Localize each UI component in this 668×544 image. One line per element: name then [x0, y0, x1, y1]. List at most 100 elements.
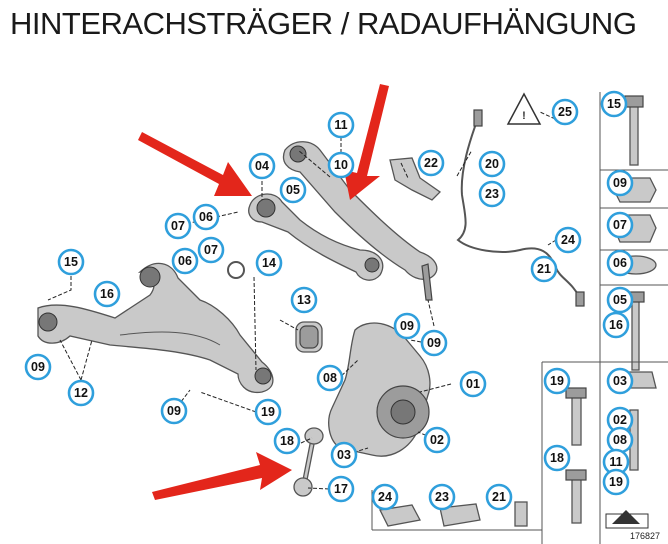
svg-text:02: 02	[613, 413, 627, 427]
hardware-column	[514, 95, 657, 527]
svg-text:22: 22	[424, 156, 438, 170]
svg-text:16: 16	[609, 318, 623, 332]
callout-10[interactable]: 10	[327, 151, 355, 179]
clip-23	[439, 503, 481, 527]
svg-text:07: 07	[613, 218, 627, 232]
svg-text:12: 12	[74, 386, 88, 400]
svg-text:08: 08	[323, 371, 337, 385]
callout-11[interactable]: 11	[602, 448, 630, 476]
callout-08[interactable]: 08	[316, 364, 344, 392]
callout-01[interactable]: 01	[459, 370, 487, 398]
callout-15[interactable]: 15	[600, 90, 628, 118]
callout-06[interactable]: 06	[192, 203, 220, 231]
svg-text:23: 23	[485, 187, 499, 201]
lower-arm-bushing-right	[254, 367, 272, 385]
callout-09[interactable]: 09	[420, 329, 448, 357]
svg-text:20: 20	[485, 157, 499, 171]
warning-triangle-icon	[506, 92, 542, 125]
svg-text:14: 14	[262, 256, 276, 270]
callout-23[interactable]: 23	[428, 483, 456, 511]
svg-text:!: !	[522, 110, 526, 122]
bolt-18	[571, 477, 582, 524]
arrow-toe-link	[152, 452, 292, 500]
callout-04[interactable]: 04	[248, 152, 276, 180]
rubber-bushing	[295, 321, 323, 353]
svg-text:19: 19	[550, 374, 564, 388]
svg-text:21: 21	[492, 490, 506, 504]
svg-text:03: 03	[613, 374, 627, 388]
callout-07[interactable]: 07	[164, 212, 192, 240]
svg-text:24: 24	[378, 490, 392, 504]
svg-text:10: 10	[334, 158, 348, 172]
callout-16[interactable]: 16	[93, 280, 121, 308]
callout-09[interactable]: 09	[160, 397, 188, 425]
lower-arm-bushing-top	[139, 266, 161, 288]
callout-03[interactable]: 03	[606, 367, 634, 395]
callout-05[interactable]: 05	[279, 176, 307, 204]
callout-23[interactable]: 23	[478, 180, 506, 208]
callout-07[interactable]: 07	[197, 236, 225, 264]
callout-06[interactable]: 06	[606, 249, 634, 277]
callout-16[interactable]: 16	[602, 311, 630, 339]
callout-12[interactable]: 12	[67, 379, 95, 407]
callout-09[interactable]: 09	[606, 169, 634, 197]
svg-text:09: 09	[167, 404, 181, 418]
callout-24[interactable]: 24	[371, 483, 399, 511]
callout-09[interactable]: 09	[24, 353, 52, 381]
callout-21[interactable]: 21	[485, 483, 513, 511]
svg-text:09: 09	[427, 336, 441, 350]
callout-15[interactable]: 15	[57, 248, 85, 276]
svg-text:15: 15	[64, 255, 78, 269]
svg-text:05: 05	[613, 293, 627, 307]
toe-link	[293, 427, 324, 497]
arrow-upper-control-arm	[344, 84, 389, 200]
callout-19[interactable]: 19	[543, 367, 571, 395]
callout-05[interactable]: 05	[606, 286, 634, 314]
parts-illustration: !	[37, 92, 668, 544]
callout-03[interactable]: 03	[330, 441, 358, 469]
screw-21	[514, 501, 528, 527]
callout-19[interactable]: 19	[254, 398, 282, 426]
callout-25[interactable]: 25	[551, 98, 579, 126]
svg-text:06: 06	[178, 254, 192, 268]
lower-arm-bushing-left	[38, 312, 58, 332]
svg-text:23: 23	[435, 490, 449, 504]
page-title: HINTERACHSTRÄGER / RADAUFHÄNGUNG	[10, 6, 637, 41]
svg-text:11: 11	[609, 455, 622, 469]
callout-09[interactable]: 09	[393, 312, 421, 340]
callout-13[interactable]: 13	[290, 286, 318, 314]
callout-24[interactable]: 24	[554, 226, 582, 254]
callout-19[interactable]: 19	[602, 468, 630, 496]
callout-layer: 11 10 04 05 22 20 23 25 07 06 06 07 15 1…	[24, 90, 634, 511]
callout-06[interactable]: 06	[171, 247, 199, 275]
svg-text:24: 24	[561, 233, 575, 247]
callout-07[interactable]: 07	[606, 211, 634, 239]
callout-14[interactable]: 14	[255, 249, 283, 277]
svg-text:21: 21	[537, 262, 551, 276]
svg-text:11: 11	[334, 118, 347, 132]
svg-text:09: 09	[31, 360, 45, 374]
svg-text:08: 08	[613, 433, 627, 447]
svg-text:05: 05	[286, 183, 300, 197]
svg-text:01: 01	[466, 377, 480, 391]
bolt-15	[629, 104, 639, 166]
callout-02[interactable]: 02	[423, 426, 451, 454]
callout-21[interactable]: 21	[530, 255, 558, 283]
svg-text:02: 02	[430, 433, 444, 447]
callout-08[interactable]: 08	[606, 426, 634, 454]
callout-20[interactable]: 20	[478, 150, 506, 178]
svg-text:16: 16	[100, 287, 114, 301]
panel-dividers	[541, 92, 668, 544]
svg-text:18: 18	[550, 451, 564, 465]
red-arrows	[138, 84, 389, 500]
callout-22[interactable]: 22	[417, 149, 445, 177]
callout-17[interactable]: 17	[327, 475, 355, 503]
svg-text:09: 09	[613, 176, 627, 190]
svg-text:06: 06	[613, 256, 627, 270]
callout-11[interactable]: 11	[327, 111, 355, 139]
svg-text:17: 17	[334, 482, 348, 496]
callout-18[interactable]: 18	[273, 427, 301, 455]
callout-18[interactable]: 18	[543, 444, 571, 472]
retaining-ring	[227, 261, 245, 279]
